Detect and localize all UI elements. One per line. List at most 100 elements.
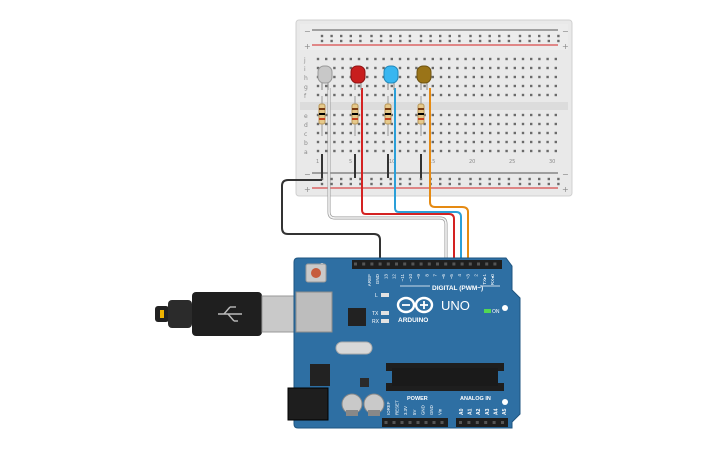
header-pin[interactable]	[424, 421, 428, 424]
breadboard-hole[interactable]	[431, 149, 434, 153]
rail-hole[interactable]	[320, 34, 324, 38]
breadboard-hole[interactable]	[448, 93, 451, 97]
breadboard-hole[interactable]	[505, 131, 508, 135]
breadboard-hole[interactable]	[489, 84, 492, 88]
header-pin[interactable]	[432, 421, 436, 424]
breadboard-hole[interactable]	[464, 122, 467, 126]
breadboard-hole[interactable]	[472, 140, 475, 144]
breadboard-hole[interactable]	[423, 84, 426, 88]
breadboard-hole[interactable]	[374, 140, 377, 144]
rail-hole[interactable]	[478, 177, 482, 181]
breadboard-hole[interactable]	[382, 57, 385, 61]
wire-orange[interactable]	[429, 88, 469, 262]
breadboard-hole[interactable]	[349, 149, 352, 153]
breadboard-hole[interactable]	[431, 140, 434, 144]
rail-hole[interactable]	[538, 182, 541, 186]
bottom-headers[interactable]	[382, 418, 508, 427]
breadboard-hole[interactable]	[448, 149, 451, 153]
breadboard-hole[interactable]	[398, 57, 402, 61]
breadboard-hole[interactable]	[423, 93, 426, 97]
breadboard-hole[interactable]	[538, 131, 541, 135]
breadboard-hole[interactable]	[530, 75, 533, 79]
breadboard-hole[interactable]	[464, 140, 467, 144]
header-pin[interactable]	[484, 421, 488, 424]
rail-hole[interactable]	[389, 177, 392, 181]
breadboard-hole[interactable]	[439, 57, 443, 61]
breadboard-hole[interactable]	[439, 113, 443, 117]
led-white[interactable]	[317, 65, 333, 90]
rail-hole[interactable]	[458, 39, 461, 43]
rail-hole[interactable]	[557, 182, 560, 186]
breadboard-hole[interactable]	[366, 131, 369, 135]
breadboard-hole[interactable]	[456, 93, 459, 97]
breadboard-hole[interactable]	[431, 122, 434, 126]
header-pin[interactable]	[467, 421, 471, 424]
breadboard-hole[interactable]	[513, 122, 516, 126]
header-pin[interactable]	[378, 262, 382, 266]
rail-hole[interactable]	[488, 182, 491, 186]
rail-hole[interactable]	[538, 39, 541, 43]
breadboard-hole[interactable]	[538, 93, 541, 97]
breadboard-hole[interactable]	[530, 66, 533, 70]
rail-hole[interactable]	[547, 34, 550, 38]
breadboard-hole[interactable]	[333, 122, 336, 126]
rail-hole[interactable]	[518, 34, 522, 38]
header-pin[interactable]	[444, 262, 448, 266]
breadboard-hole[interactable]	[382, 84, 385, 88]
rail-hole[interactable]	[379, 39, 383, 43]
breadboard-hole[interactable]	[497, 113, 500, 117]
breadboard-hole[interactable]	[398, 93, 402, 97]
rail-hole[interactable]	[528, 182, 531, 186]
breadboard-hole[interactable]	[505, 122, 508, 126]
breadboard-hole[interactable]	[489, 66, 492, 70]
breadboard-hole[interactable]	[472, 84, 475, 88]
breadboard-hole[interactable]	[521, 93, 525, 97]
breadboard-hole[interactable]	[374, 113, 377, 117]
breadboard-hole[interactable]	[333, 149, 336, 153]
header-pin[interactable]	[492, 421, 496, 424]
breadboard-hole[interactable]	[390, 113, 393, 117]
breadboard-hole[interactable]	[341, 84, 344, 88]
breadboard-hole[interactable]	[448, 57, 451, 61]
breadboard-hole[interactable]	[456, 75, 459, 79]
breadboard-hole[interactable]	[382, 122, 385, 126]
breadboard-hole[interactable]	[341, 57, 344, 61]
rail-hole[interactable]	[547, 182, 550, 186]
breadboard-hole[interactable]	[489, 122, 492, 126]
breadboard-hole[interactable]	[333, 75, 336, 79]
rail-hole[interactable]	[478, 182, 482, 186]
breadboard-hole[interactable]	[546, 140, 549, 144]
breadboard-hole[interactable]	[439, 66, 443, 70]
breadboard-hole[interactable]	[480, 93, 484, 97]
breadboard-hole[interactable]	[407, 113, 410, 117]
wire-red[interactable]	[361, 88, 455, 262]
breadboard-hole[interactable]	[538, 57, 541, 61]
rail-hole[interactable]	[399, 34, 402, 38]
breadboard-hole[interactable]	[530, 93, 533, 97]
breadboard-hole[interactable]	[415, 57, 418, 61]
breadboard-hole[interactable]	[554, 113, 557, 117]
rail-hole[interactable]	[399, 39, 402, 43]
breadboard-hole[interactable]	[423, 122, 426, 126]
breadboard-hole[interactable]	[407, 140, 410, 144]
breadboard-hole[interactable]	[513, 113, 516, 117]
breadboard-hole[interactable]	[497, 140, 500, 144]
breadboard-hole[interactable]	[505, 57, 508, 61]
breadboard-hole[interactable]	[333, 66, 336, 70]
breadboard-hole[interactable]	[325, 93, 328, 97]
breadboard-hole[interactable]	[472, 75, 475, 79]
header-pin[interactable]	[419, 262, 423, 266]
wire-ground[interactable]	[281, 179, 381, 262]
breadboard-hole[interactable]	[333, 140, 336, 144]
breadboard-hole[interactable]	[366, 140, 369, 144]
breadboard-hole[interactable]	[448, 113, 451, 117]
breadboard-hole[interactable]	[538, 113, 541, 117]
rail-hole[interactable]	[370, 177, 373, 181]
breadboard-hole[interactable]	[546, 93, 549, 97]
breadboard-hole[interactable]	[448, 131, 451, 135]
breadboard-hole[interactable]	[407, 149, 410, 153]
rail-hole[interactable]	[349, 177, 352, 181]
breadboard-hole[interactable]	[415, 122, 418, 126]
rail-hole[interactable]	[469, 39, 472, 43]
rail-hole[interactable]	[458, 34, 461, 38]
